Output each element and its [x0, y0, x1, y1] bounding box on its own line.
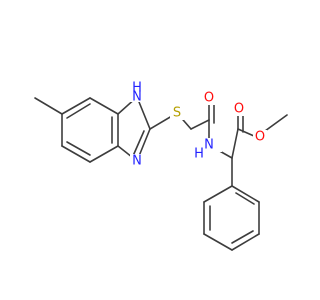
bonds [34, 96, 288, 251]
bond-ph-3 [231, 233, 260, 251]
atom-s: S [173, 106, 181, 121]
atom-n-amide-h: H [194, 147, 204, 162]
atom-o-amide: O [204, 91, 214, 106]
atom-n-ring: N [132, 154, 142, 169]
bond-methyl [34, 97, 63, 115]
atom-nh-h: H [132, 81, 142, 96]
bond-calpha-cester [231, 128, 239, 159]
bond-ester-o [237, 128, 255, 137]
atom-o-carbonyl: O [234, 102, 244, 117]
bond-ph-6 [203, 185, 233, 203]
bond-ph-4 [203, 233, 233, 251]
bond-imid-3 [136, 96, 151, 130]
bond-ph-1 [231, 185, 260, 203]
atom-labels: H N N S O H N O O [130, 81, 267, 169]
bond-o-methyl [264, 114, 288, 132]
bond-benzo-1-inner [66, 103, 91, 119]
atom-o-ester: O [255, 130, 265, 145]
bond-ch2-co [190, 119, 210, 130]
bond-benzo-5-inner [66, 141, 91, 156]
bond-benzo-2 [89, 97, 119, 115]
bond-ph-3-inner [231, 230, 254, 244]
bond-imid-4-inner [132, 130, 145, 157]
atom-nh-n: N [132, 90, 142, 105]
bond-ph-1-inner [235, 192, 255, 205]
bond-benzo-5 [61, 145, 91, 163]
atom-n-amide: N [204, 138, 214, 153]
molecule-structure: H N N S O H N O O [34, 81, 288, 251]
bond-benzo-1 [61, 97, 91, 115]
bond-benzo-4 [89, 145, 119, 163]
